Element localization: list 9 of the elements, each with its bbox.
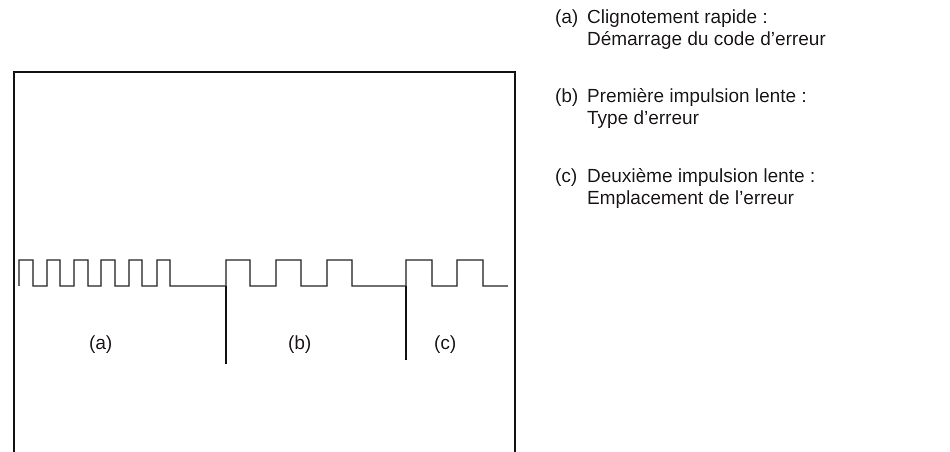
segment-label: (b) (288, 333, 312, 355)
legend-note: Deuxième impulsion lente : Emplacement de l’erreur (587, 166, 816, 210)
legend-note: Clignotement rapide : Démarrage du code d’erreur (587, 7, 827, 51)
note-marker: (a) (555, 7, 578, 29)
legend-note: Première impulsion lente : Type d’erreur (587, 86, 808, 130)
segment-label: (a) (89, 333, 112, 355)
note-marker: (c) (555, 166, 578, 188)
note-marker: (b) (555, 86, 578, 108)
segment-label: (c) (434, 333, 456, 355)
